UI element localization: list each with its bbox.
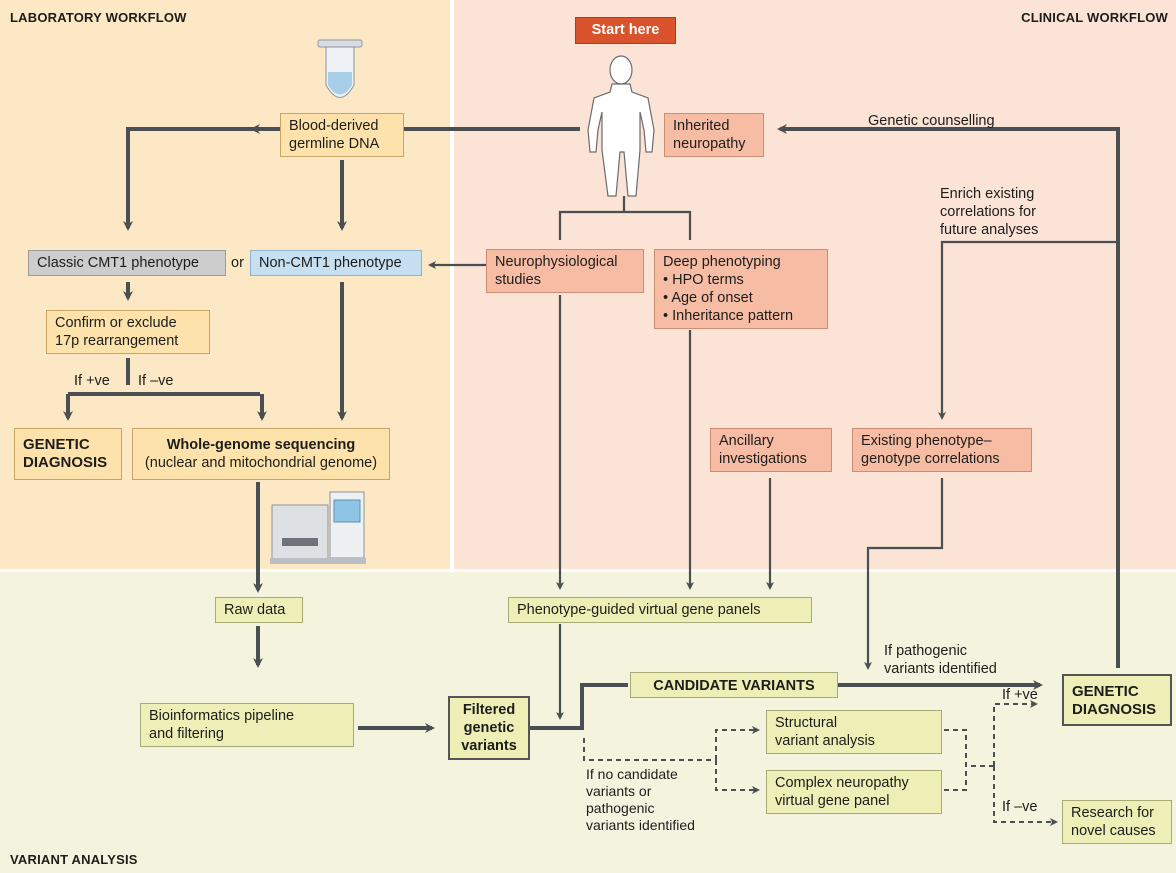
whole-genome-sequencing-box: Whole-genome sequencing (nuclear and mit… [132,428,390,480]
research-line-2: novel causes [1071,823,1156,839]
bioinf-line-2: and filtering [149,726,224,742]
virtual-gene-panels-box: Phenotype-guided virtual gene panels [508,597,812,623]
inherited-neuropathy-box: Inherited neuropathy [664,113,764,157]
human-figure-icon [587,55,655,197]
candidate-variants-box: CANDIDATE VARIANTS [630,672,838,698]
genetic-diagnosis-lab-box: GENETIC DIAGNOSIS [14,428,122,480]
bioinformatics-pipeline-box: Bioinformatics pipeline and filtering [140,703,354,747]
existing-line-1: Existing phenotype– [861,433,992,449]
clinical-section-title: CLINICAL WORKFLOW [1021,10,1168,25]
deep-phenotyping-box: Deep phenotyping HPO terms Age of onset … [654,249,828,329]
lab-section-title: LABORATORY WORKFLOW [10,10,187,25]
complex-line-2: virtual gene panel [775,793,890,809]
variant-section-title: VARIANT ANALYSIS [10,852,138,867]
confirm-line-2: 17p rearrangement [55,333,179,349]
structural-variant-box: Structural variant analysis [766,710,942,754]
existing-line-2: genotype correlations [861,451,1000,467]
sample-tube-icon [317,39,363,98]
deep-item-age: Age of onset [663,289,819,307]
filtered-line-2: genetic [463,720,515,736]
start-here-box: Start here [575,17,676,44]
if-no-candidate-line-1: If no candidate [586,766,678,782]
wgs-title: Whole-genome sequencing [166,437,356,453]
ancillary-line-1: Ancillary [719,433,774,449]
blood-derived-dna-box: Blood-derived germline DNA [280,113,404,157]
genetic-diag-lab-line-1: GENETIC [23,436,90,453]
if-no-candidate-label: If no candidate variants or pathogenic v… [586,766,695,834]
filtered-line-1: Filtered [462,702,516,718]
genetic-diag-lab-line-2: DIAGNOSIS [23,454,108,471]
ancillary-line-2: investigations [719,451,807,467]
bioinf-line-1: Bioinformatics pipeline [149,708,295,724]
blood-dna-line-1: Blood-derived [289,118,379,134]
if-pathogenic-line-1: If pathogenic [884,643,968,659]
filtered-line-3: variants [461,738,517,754]
inherited-line-1: Inherited [673,118,730,134]
complex-line-1: Complex neuropathy [775,775,909,791]
if-pathogenic-line-2: variants identified [884,661,997,677]
ancillary-investigations-box: Ancillary investigations [710,428,832,472]
if-negative-var-label: If –ve [1002,799,1038,815]
confirm-exclude-17p-box: Confirm or exclude 17p rearrangement [46,310,210,354]
structural-line-1: Structural [775,715,838,731]
genetic-diagnosis-variant-box: GENETIC DIAGNOSIS [1062,674,1172,726]
non-cmt1-phenotype-box: Non-CMT1 phenotype [250,250,422,276]
filtered-variants-box: Filtered genetic variants [448,696,530,760]
blood-dna-line-2: germline DNA [289,136,380,152]
classic-cmt1-phenotype-box: Classic CMT1 phenotype [28,250,226,276]
neurophys-line-2: studies [495,272,541,288]
raw-data-box: Raw data [215,597,303,623]
complex-neuropathy-panel-box: Complex neuropathy virtual gene panel [766,770,942,814]
deep-phenotyping-title: Deep phenotyping [663,254,781,270]
inherited-line-2: neuropathy [673,136,746,152]
sequencer-machine-icon [270,491,366,564]
if-pathogenic-label: If pathogenic variants identified [884,642,997,678]
if-negative-lab-label: If –ve [138,373,174,389]
deep-item-inheritance: Inheritance pattern [663,307,819,325]
deep-item-hpo: HPO terms [663,271,819,289]
enrich-line-3: future analyses [940,222,1039,238]
neurophysiological-studies-box: Neurophysiological studies [486,249,644,293]
if-no-candidate-line-4: variants identified [586,817,695,833]
genetic-counselling-label: Genetic counselling [868,113,995,129]
or-label: or [231,255,244,271]
if-positive-var-label: If +ve [1002,687,1038,703]
research-line-1: Research for [1071,805,1155,821]
confirm-line-1: Confirm or exclude [55,315,177,331]
if-no-candidate-line-2: variants or [586,783,652,799]
if-positive-lab-label: If +ve [74,373,110,389]
enrich-correlations-label: Enrich existing correlations for future … [940,185,1038,239]
existing-correlations-box: Existing phenotype– genotype correlation… [852,428,1032,472]
genetic-diag-var-line-2: DIAGNOSIS [1072,701,1157,718]
structural-line-2: variant analysis [775,733,875,749]
neurophys-line-1: Neurophysiological [495,254,618,270]
enrich-line-1: Enrich existing [940,186,1035,202]
wgs-subtitle: (nuclear and mitochondrial genome) [144,455,378,471]
enrich-line-2: correlations for [940,204,1036,220]
if-no-candidate-line-3: pathogenic [586,800,655,816]
research-novel-causes-box: Research for novel causes [1062,800,1172,844]
genetic-diag-var-line-1: GENETIC [1072,683,1139,700]
